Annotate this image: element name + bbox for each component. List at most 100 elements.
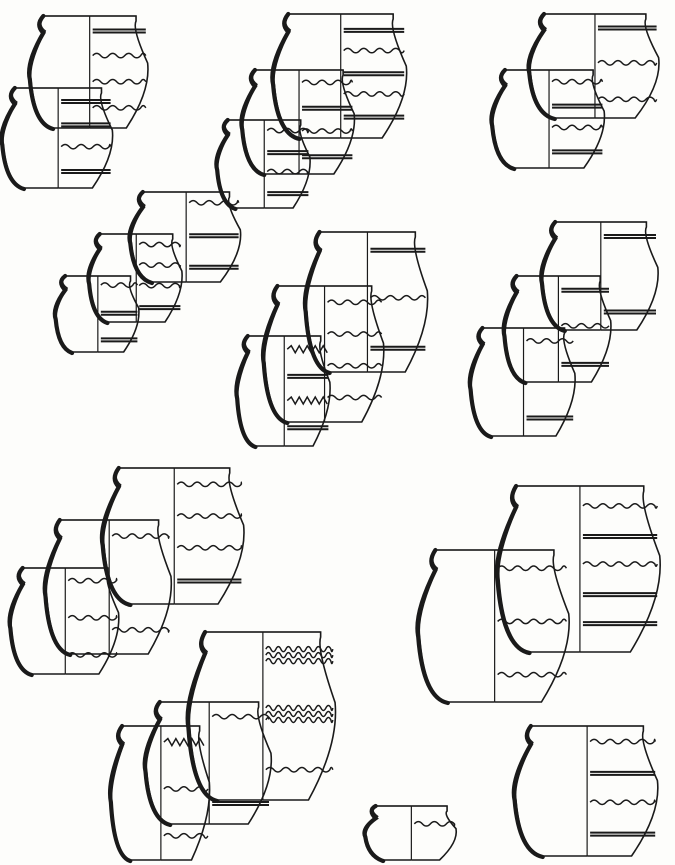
vessel-group-9 <box>107 629 337 864</box>
vessel-wall-section <box>234 333 258 450</box>
vessel-section-5 <box>214 117 311 212</box>
zigzag-decoration <box>286 344 328 355</box>
vessel-outline <box>324 285 385 423</box>
band-decoration <box>561 361 609 367</box>
vessel-group-8 <box>415 483 661 706</box>
vessel-outline <box>284 335 331 447</box>
vessel-wall-section <box>27 13 56 132</box>
wavy-line-decoration <box>163 832 209 839</box>
band-decoration <box>582 592 658 598</box>
vessel-outline <box>209 701 273 825</box>
vessel-wall-section <box>42 517 73 658</box>
wavy-line-decoration <box>497 618 568 625</box>
wavy-line-decoration <box>497 671 568 678</box>
vessel-section-outline <box>305 231 368 373</box>
vessel-group-2 <box>214 11 408 212</box>
vessel-section-11 <box>302 229 429 376</box>
vessel-wall-section <box>239 67 267 178</box>
vessel-group-3 <box>489 11 660 172</box>
vessel-outline <box>579 485 661 653</box>
wavy-line-decoration <box>301 128 354 134</box>
vessel-wall-section <box>7 565 34 678</box>
band-decoration <box>552 149 603 155</box>
wavy-line-decoration <box>327 299 383 306</box>
wavy-line-decoration <box>67 651 118 658</box>
vessel-section-1 <box>27 13 149 132</box>
wavy-line-decoration <box>176 481 243 488</box>
vessel-outline <box>494 549 570 703</box>
vessel-wall-section <box>270 11 302 142</box>
vessel-wall-section <box>526 11 557 122</box>
vessel-group-1 <box>0 13 149 192</box>
vessel-section-3 <box>270 11 408 142</box>
wavy-line-decoration <box>582 561 658 567</box>
vessel-wall-section <box>511 723 545 860</box>
wavy-line-decoration <box>92 52 147 59</box>
vessel-group-10 <box>362 723 659 864</box>
vessel-group-4 <box>52 189 242 356</box>
vessel-section-2 <box>0 85 114 192</box>
vessel-section-23 <box>142 699 273 828</box>
vessel-group-7 <box>7 465 245 678</box>
wavy-line-decoration <box>343 91 405 97</box>
vessel-wall-section <box>185 629 220 804</box>
band-decoration <box>287 373 329 379</box>
wavy-line-decoration <box>265 766 334 773</box>
band-decoration <box>302 105 353 111</box>
band-decoration <box>370 345 426 351</box>
band-decoration <box>582 533 658 539</box>
wavy-line-decoration <box>327 331 383 337</box>
wavy-line-decoration <box>497 565 568 572</box>
crosshatch-decoration <box>265 704 334 724</box>
vessel-section-outline <box>110 725 161 861</box>
vessel-outline <box>340 13 408 139</box>
vessel-wall-section <box>415 547 450 706</box>
wavy-line-decoration <box>67 577 118 584</box>
wavy-line-decoration <box>301 79 354 86</box>
wavy-line-decoration <box>327 394 383 401</box>
wavy-line-decoration <box>176 544 243 551</box>
vessel-wall-section <box>494 483 532 656</box>
wavy-line-decoration <box>266 168 310 175</box>
wavy-line-decoration <box>60 143 112 150</box>
wavy-line-decoration <box>67 614 118 621</box>
wavy-line-decoration <box>551 124 604 131</box>
wavy-line-decoration <box>138 241 182 248</box>
band-decoration <box>603 309 656 315</box>
zigzag-decoration <box>163 737 205 748</box>
wavy-line-decoration <box>138 282 182 289</box>
vessel-section-15 <box>501 273 612 386</box>
wavy-line-decoration <box>163 786 209 792</box>
vessel-outline <box>89 15 149 129</box>
band-decoration <box>61 99 111 104</box>
vessel-section-outline <box>30 15 90 129</box>
band-decoration <box>370 247 426 253</box>
wavy-line-decoration <box>560 322 610 329</box>
wavy-line-decoration <box>211 713 270 720</box>
vessel-group-5 <box>234 229 429 450</box>
band-decoration <box>561 287 609 293</box>
vessel-section-19 <box>7 565 120 678</box>
band-decoration <box>597 25 657 31</box>
wavy-line-decoration <box>343 47 405 54</box>
band-decoration <box>526 415 574 421</box>
band-decoration <box>61 169 111 174</box>
band-decoration <box>92 28 146 34</box>
vessel-section-24 <box>107 723 211 864</box>
vessel-section-22 <box>185 629 337 804</box>
wavy-line-decoration <box>92 104 147 111</box>
wavy-line-decoration <box>589 799 656 806</box>
vessel-outline <box>174 467 245 605</box>
wavy-line-decoration <box>111 626 170 633</box>
wavy-line-decoration <box>582 502 658 509</box>
vessel-wall-section <box>362 803 386 864</box>
band-decoration <box>287 425 329 431</box>
vessel-section-13 <box>234 333 331 450</box>
vessel-wall-section <box>127 189 155 286</box>
vessel-outline <box>411 805 458 861</box>
vessel-wall-section <box>260 283 290 426</box>
vessel-section-outline <box>529 13 595 119</box>
vessel-section-25 <box>362 803 458 864</box>
vessel-section-outline <box>242 69 300 175</box>
